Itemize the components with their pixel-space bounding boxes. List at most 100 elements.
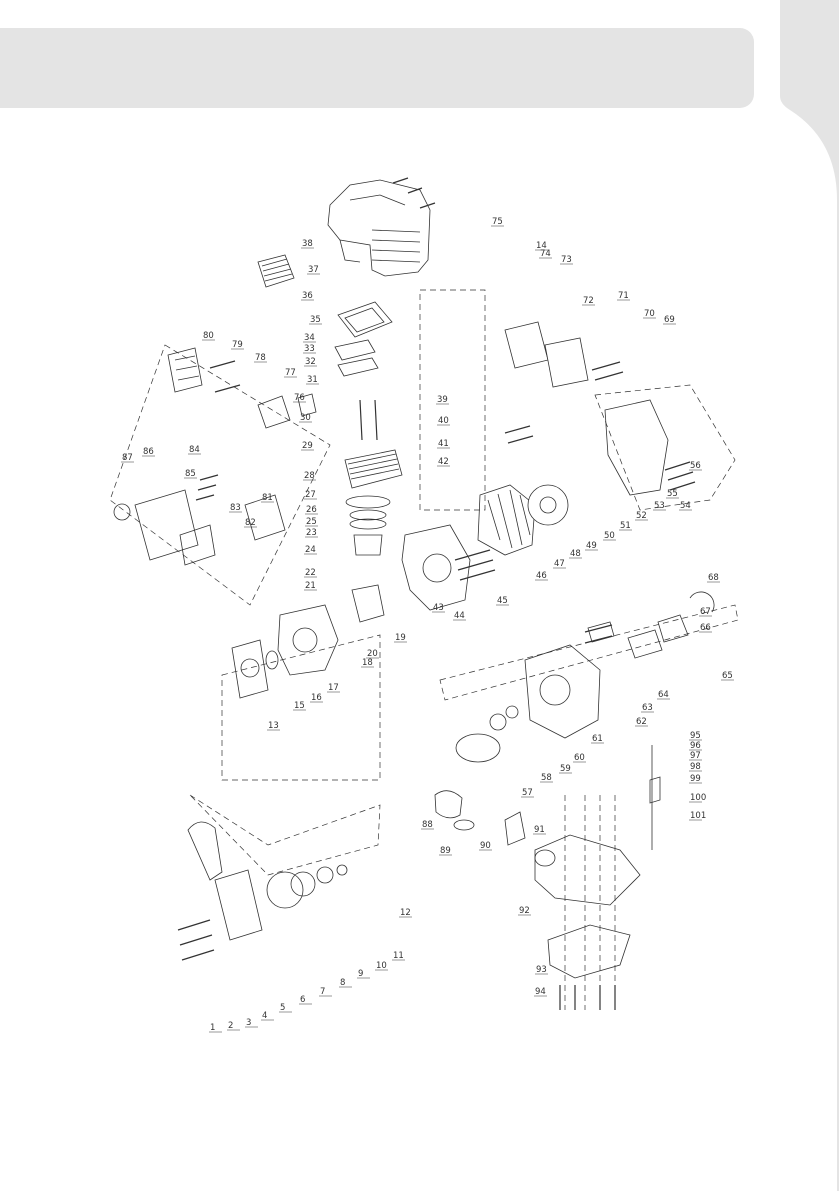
clutch-part <box>528 485 568 525</box>
callout-label-88: 88 <box>422 820 433 830</box>
callout-label-25: 25 <box>306 517 317 527</box>
callout-label-43: 43 <box>433 603 444 613</box>
callout-label-12: 12 <box>400 908 411 918</box>
callout-label-24: 24 <box>305 545 316 555</box>
callout-label-61: 61 <box>592 734 603 744</box>
callout-label-31: 31 <box>307 375 318 385</box>
callout-label-52: 52 <box>636 511 647 521</box>
gasket-part <box>335 340 375 360</box>
callout-label-69: 69 <box>664 315 675 325</box>
callout-label-56: 56 <box>690 461 701 471</box>
callout-label-68: 68 <box>708 573 719 583</box>
sleeve-part <box>658 615 688 642</box>
throttle-cable-part <box>650 777 660 803</box>
callout-label-3: 3 <box>246 1018 251 1028</box>
callout-label-63: 63 <box>642 703 653 713</box>
callout-label-77: 77 <box>285 368 296 378</box>
callout-label-10: 10 <box>376 961 387 971</box>
callout-label-19: 19 <box>395 633 406 643</box>
bolt-part <box>360 400 377 440</box>
callout-label-74: 74 <box>540 249 551 259</box>
callout-label-17: 17 <box>328 683 339 693</box>
callout-label-46: 46 <box>536 571 547 581</box>
callout-label-64: 64 <box>658 690 669 700</box>
callout-label-100: 100 <box>690 793 706 803</box>
clutch-housing-part <box>525 645 600 738</box>
callout-label-47: 47 <box>554 559 565 569</box>
callout-label-60: 60 <box>574 753 585 763</box>
callout-label-27: 27 <box>305 490 316 500</box>
callout-label-35: 35 <box>310 315 321 325</box>
callout-label-54: 54 <box>680 501 691 511</box>
callout-label-81: 81 <box>262 493 273 503</box>
callout-label-98: 98 <box>690 762 701 772</box>
callout-label-67: 67 <box>700 607 711 617</box>
callout-label-41: 41 <box>438 439 449 449</box>
callout-label-13: 13 <box>268 721 279 731</box>
callout-label-59: 59 <box>560 764 571 774</box>
callout-label-78: 78 <box>255 353 266 363</box>
callout-label-16: 16 <box>311 693 322 703</box>
callout-label-37: 37 <box>308 265 319 275</box>
callout-label-72: 72 <box>583 296 594 306</box>
callout-label-73: 73 <box>561 255 572 265</box>
piston-part <box>354 535 382 555</box>
air-cleaner-housing-part <box>114 490 285 565</box>
muffler-cover-part <box>338 302 392 337</box>
callout-label-11: 11 <box>393 951 404 961</box>
clutch-drum-part <box>456 734 500 762</box>
intake-part <box>258 396 290 428</box>
callout-label-44: 44 <box>454 611 465 621</box>
callout-label-33: 33 <box>304 344 315 354</box>
callout-label-2: 2 <box>228 1021 233 1031</box>
callout-label-99: 99 <box>690 774 701 784</box>
bolt-part <box>592 362 623 380</box>
callout-label-89: 89 <box>440 846 451 856</box>
callout-label-79: 79 <box>232 340 243 350</box>
fuel-tank-part <box>535 835 640 905</box>
callout-label-86: 86 <box>143 447 154 457</box>
bolt-part <box>196 475 218 500</box>
callout-label-6: 6 <box>300 995 305 1005</box>
crankcase-half-part <box>278 605 338 675</box>
callout-label-55: 55 <box>667 489 678 499</box>
callout-label-50: 50 <box>604 531 615 541</box>
callout-label-70: 70 <box>644 309 655 319</box>
callout-label-39: 39 <box>437 395 448 405</box>
callout-label-1: 1 <box>210 1023 215 1033</box>
tank-base-part <box>548 925 630 978</box>
callout-label-93: 93 <box>536 965 547 975</box>
callout-label-82: 82 <box>245 518 256 528</box>
callout-label-90: 90 <box>480 841 491 851</box>
ignition-coil-part <box>505 322 588 387</box>
callout-label-23: 23 <box>306 528 317 538</box>
carburetor-part <box>168 348 202 392</box>
piston-ring-part <box>350 519 386 529</box>
callout-label-71: 71 <box>618 291 629 301</box>
bolt-part <box>178 920 214 960</box>
callout-label-62: 62 <box>636 717 647 727</box>
fan-housing-part <box>605 400 668 495</box>
callout-label-30: 30 <box>300 413 311 423</box>
engine-cover-part <box>328 180 430 276</box>
callout-label-8: 8 <box>340 978 345 988</box>
callout-label-49: 49 <box>586 541 597 551</box>
flywheel-part <box>478 485 535 555</box>
callout-label-94: 94 <box>535 987 546 997</box>
callout-label-95: 95 <box>690 731 701 741</box>
bolt-part <box>560 985 615 1010</box>
group-outline <box>420 290 485 510</box>
callout-label-18: 18 <box>362 658 373 668</box>
callout-label-36: 36 <box>302 291 313 301</box>
bearing-part <box>506 706 518 718</box>
gasket-part <box>338 358 378 376</box>
callout-label-32: 32 <box>305 357 316 367</box>
callout-label-66: 66 <box>700 623 711 633</box>
callout-label-45: 45 <box>497 596 508 606</box>
callout-label-58: 58 <box>541 773 552 783</box>
callout-label-84: 84 <box>189 445 200 455</box>
recoil-starter-part <box>188 822 347 940</box>
callout-label-76: 76 <box>294 393 305 403</box>
callout-label-80: 80 <box>203 331 214 341</box>
